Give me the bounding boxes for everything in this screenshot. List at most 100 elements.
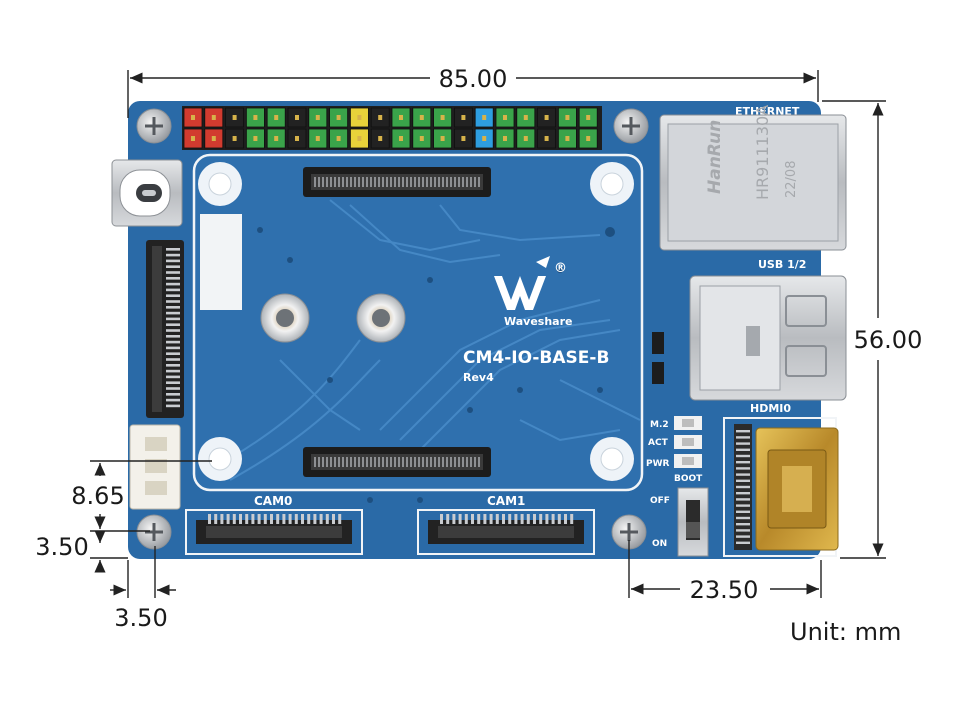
connector-pin bbox=[378, 457, 380, 467]
connector-pin bbox=[483, 514, 487, 524]
connector-pin bbox=[166, 335, 180, 338]
connector-pin bbox=[736, 510, 750, 513]
connector-pin bbox=[462, 177, 464, 187]
connector-pin bbox=[414, 177, 416, 187]
connector-pin bbox=[358, 457, 360, 467]
connector-pin bbox=[166, 329, 180, 332]
connector-pin bbox=[434, 457, 436, 467]
connector-pin bbox=[326, 457, 328, 467]
dimension-edge-x: 3.50 bbox=[110, 546, 176, 632]
connector-pin bbox=[382, 177, 384, 187]
connector-pin bbox=[551, 514, 555, 524]
connector-pin bbox=[382, 457, 384, 467]
dimension-edge-x-label: 3.50 bbox=[114, 604, 167, 632]
connector-pin bbox=[466, 177, 468, 187]
dimension-hole-vertical-label: 8.65 bbox=[71, 482, 124, 510]
mounting-screw-bl bbox=[136, 514, 172, 550]
brand-text: Waveshare bbox=[504, 315, 572, 328]
connector-pin bbox=[350, 177, 352, 187]
connector-pin bbox=[564, 514, 567, 524]
hdmi-connector bbox=[723, 417, 839, 557]
dimension-width: 85.00 bbox=[127, 65, 819, 118]
connector-pin bbox=[736, 541, 750, 544]
connector-pin bbox=[322, 457, 324, 467]
header-pin bbox=[391, 128, 411, 149]
connector-pin bbox=[334, 177, 336, 187]
connector-pin bbox=[166, 387, 180, 390]
connector-pin bbox=[470, 457, 472, 467]
header-pin bbox=[204, 107, 224, 128]
connector-pin bbox=[334, 457, 336, 467]
header-pin bbox=[391, 107, 411, 128]
connector-pin bbox=[263, 514, 267, 524]
connector-pin bbox=[458, 177, 460, 187]
connector-pin bbox=[736, 467, 750, 470]
connector-pin bbox=[370, 177, 372, 187]
connector-pin bbox=[166, 369, 180, 373]
fan-connector bbox=[129, 424, 181, 510]
boot-off-label: OFF bbox=[650, 496, 670, 506]
header-pin bbox=[370, 128, 390, 149]
hdmi-label: HDMI0 bbox=[750, 402, 791, 415]
connector-pin bbox=[418, 177, 420, 187]
connector-pin bbox=[346, 177, 348, 187]
header-pin bbox=[578, 107, 598, 128]
connector-pin bbox=[276, 514, 280, 524]
header-pin bbox=[558, 107, 577, 128]
connector-pin bbox=[446, 514, 450, 524]
connector-pin bbox=[332, 514, 335, 524]
header-pin bbox=[245, 128, 265, 149]
connector-pin bbox=[422, 457, 424, 467]
connector-pin bbox=[166, 317, 180, 321]
boot-switch: BOOT OFF ON bbox=[650, 474, 709, 557]
connector-pin bbox=[406, 177, 408, 187]
connector-pin bbox=[514, 514, 518, 524]
connector-pin bbox=[495, 514, 499, 524]
connector-pin bbox=[166, 265, 180, 268]
connector-pin bbox=[322, 177, 324, 187]
header-pin bbox=[516, 107, 536, 128]
connector-pin bbox=[489, 514, 493, 524]
dimension-hole-vertical: 8.65 bbox=[71, 460, 212, 532]
header-pin bbox=[453, 107, 473, 128]
gpio-header bbox=[182, 106, 602, 150]
header-pin bbox=[558, 128, 577, 149]
connector-pin bbox=[402, 457, 404, 467]
connector-pin bbox=[533, 514, 536, 524]
connector-pin bbox=[208, 514, 211, 524]
connector-pin bbox=[319, 514, 323, 524]
connector-pin bbox=[366, 177, 368, 187]
connector-pin bbox=[736, 436, 750, 439]
connector-pin bbox=[736, 492, 750, 495]
header-pin bbox=[266, 107, 286, 128]
header-pin bbox=[183, 128, 203, 149]
connector-pin bbox=[398, 177, 400, 187]
connector-pin bbox=[450, 457, 452, 467]
connector-pin bbox=[226, 514, 230, 524]
connector-pin bbox=[374, 177, 376, 187]
header-pin bbox=[495, 107, 515, 128]
connector-pin bbox=[166, 306, 180, 309]
boot-on-label: ON bbox=[652, 539, 667, 549]
connector-pin bbox=[736, 535, 750, 538]
connector-pin bbox=[454, 177, 456, 187]
connector-pin bbox=[282, 514, 286, 524]
connector-pin bbox=[736, 430, 750, 433]
connector-pin bbox=[545, 514, 549, 524]
connector-pin bbox=[452, 514, 456, 524]
header-pin bbox=[329, 128, 349, 149]
connector-pin bbox=[338, 457, 340, 467]
connector-pin bbox=[166, 288, 180, 292]
connector-pin bbox=[288, 514, 292, 524]
cm4-mount-hole-bl bbox=[198, 437, 242, 481]
connector-pin bbox=[370, 457, 372, 467]
connector-pin bbox=[502, 514, 505, 524]
connector-pin bbox=[471, 514, 474, 524]
connector-pin bbox=[418, 457, 420, 467]
dimension-edge-y-label: 3.50 bbox=[35, 533, 88, 561]
connector-pin bbox=[736, 473, 750, 476]
mounting-screw-tl bbox=[136, 108, 172, 144]
connector-pin bbox=[478, 177, 480, 187]
connector-pin bbox=[410, 457, 412, 467]
header-pin bbox=[433, 107, 453, 128]
